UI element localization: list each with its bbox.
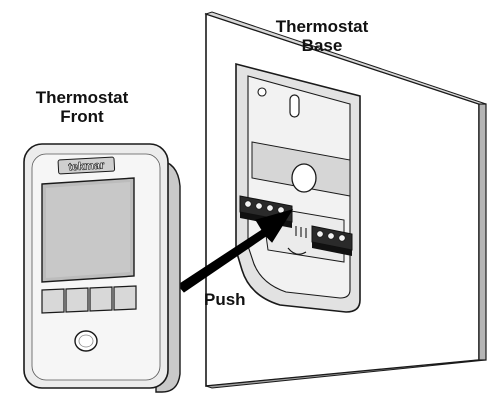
button-4	[113, 285, 137, 311]
connector-pins	[295, 226, 307, 238]
thermostat-front: tekmar	[23, 143, 181, 393]
thermostat-front-label-line2: Front	[60, 107, 104, 126]
button-1	[41, 288, 65, 314]
push-arrow	[177, 209, 294, 293]
button-2	[65, 287, 89, 313]
mounting-slot	[289, 94, 300, 118]
terminal-block-right	[311, 225, 353, 256]
svg-text:tekmar: tekmar	[68, 160, 105, 174]
thermostat-front-label-line1: Thermostat	[35, 88, 129, 107]
round-button	[74, 330, 98, 352]
button-3	[89, 286, 113, 312]
thermostat-base-label-line2: Base	[301, 36, 343, 55]
screw-hole	[257, 87, 267, 97]
thermostat-base	[235, 62, 361, 313]
thermostat-base-label-line1: Thermostat	[275, 17, 369, 36]
front-buttons	[41, 285, 137, 314]
tekmar-logo: tekmar	[57, 156, 116, 175]
push-label: Push	[204, 290, 246, 309]
wire-hole	[291, 163, 317, 193]
